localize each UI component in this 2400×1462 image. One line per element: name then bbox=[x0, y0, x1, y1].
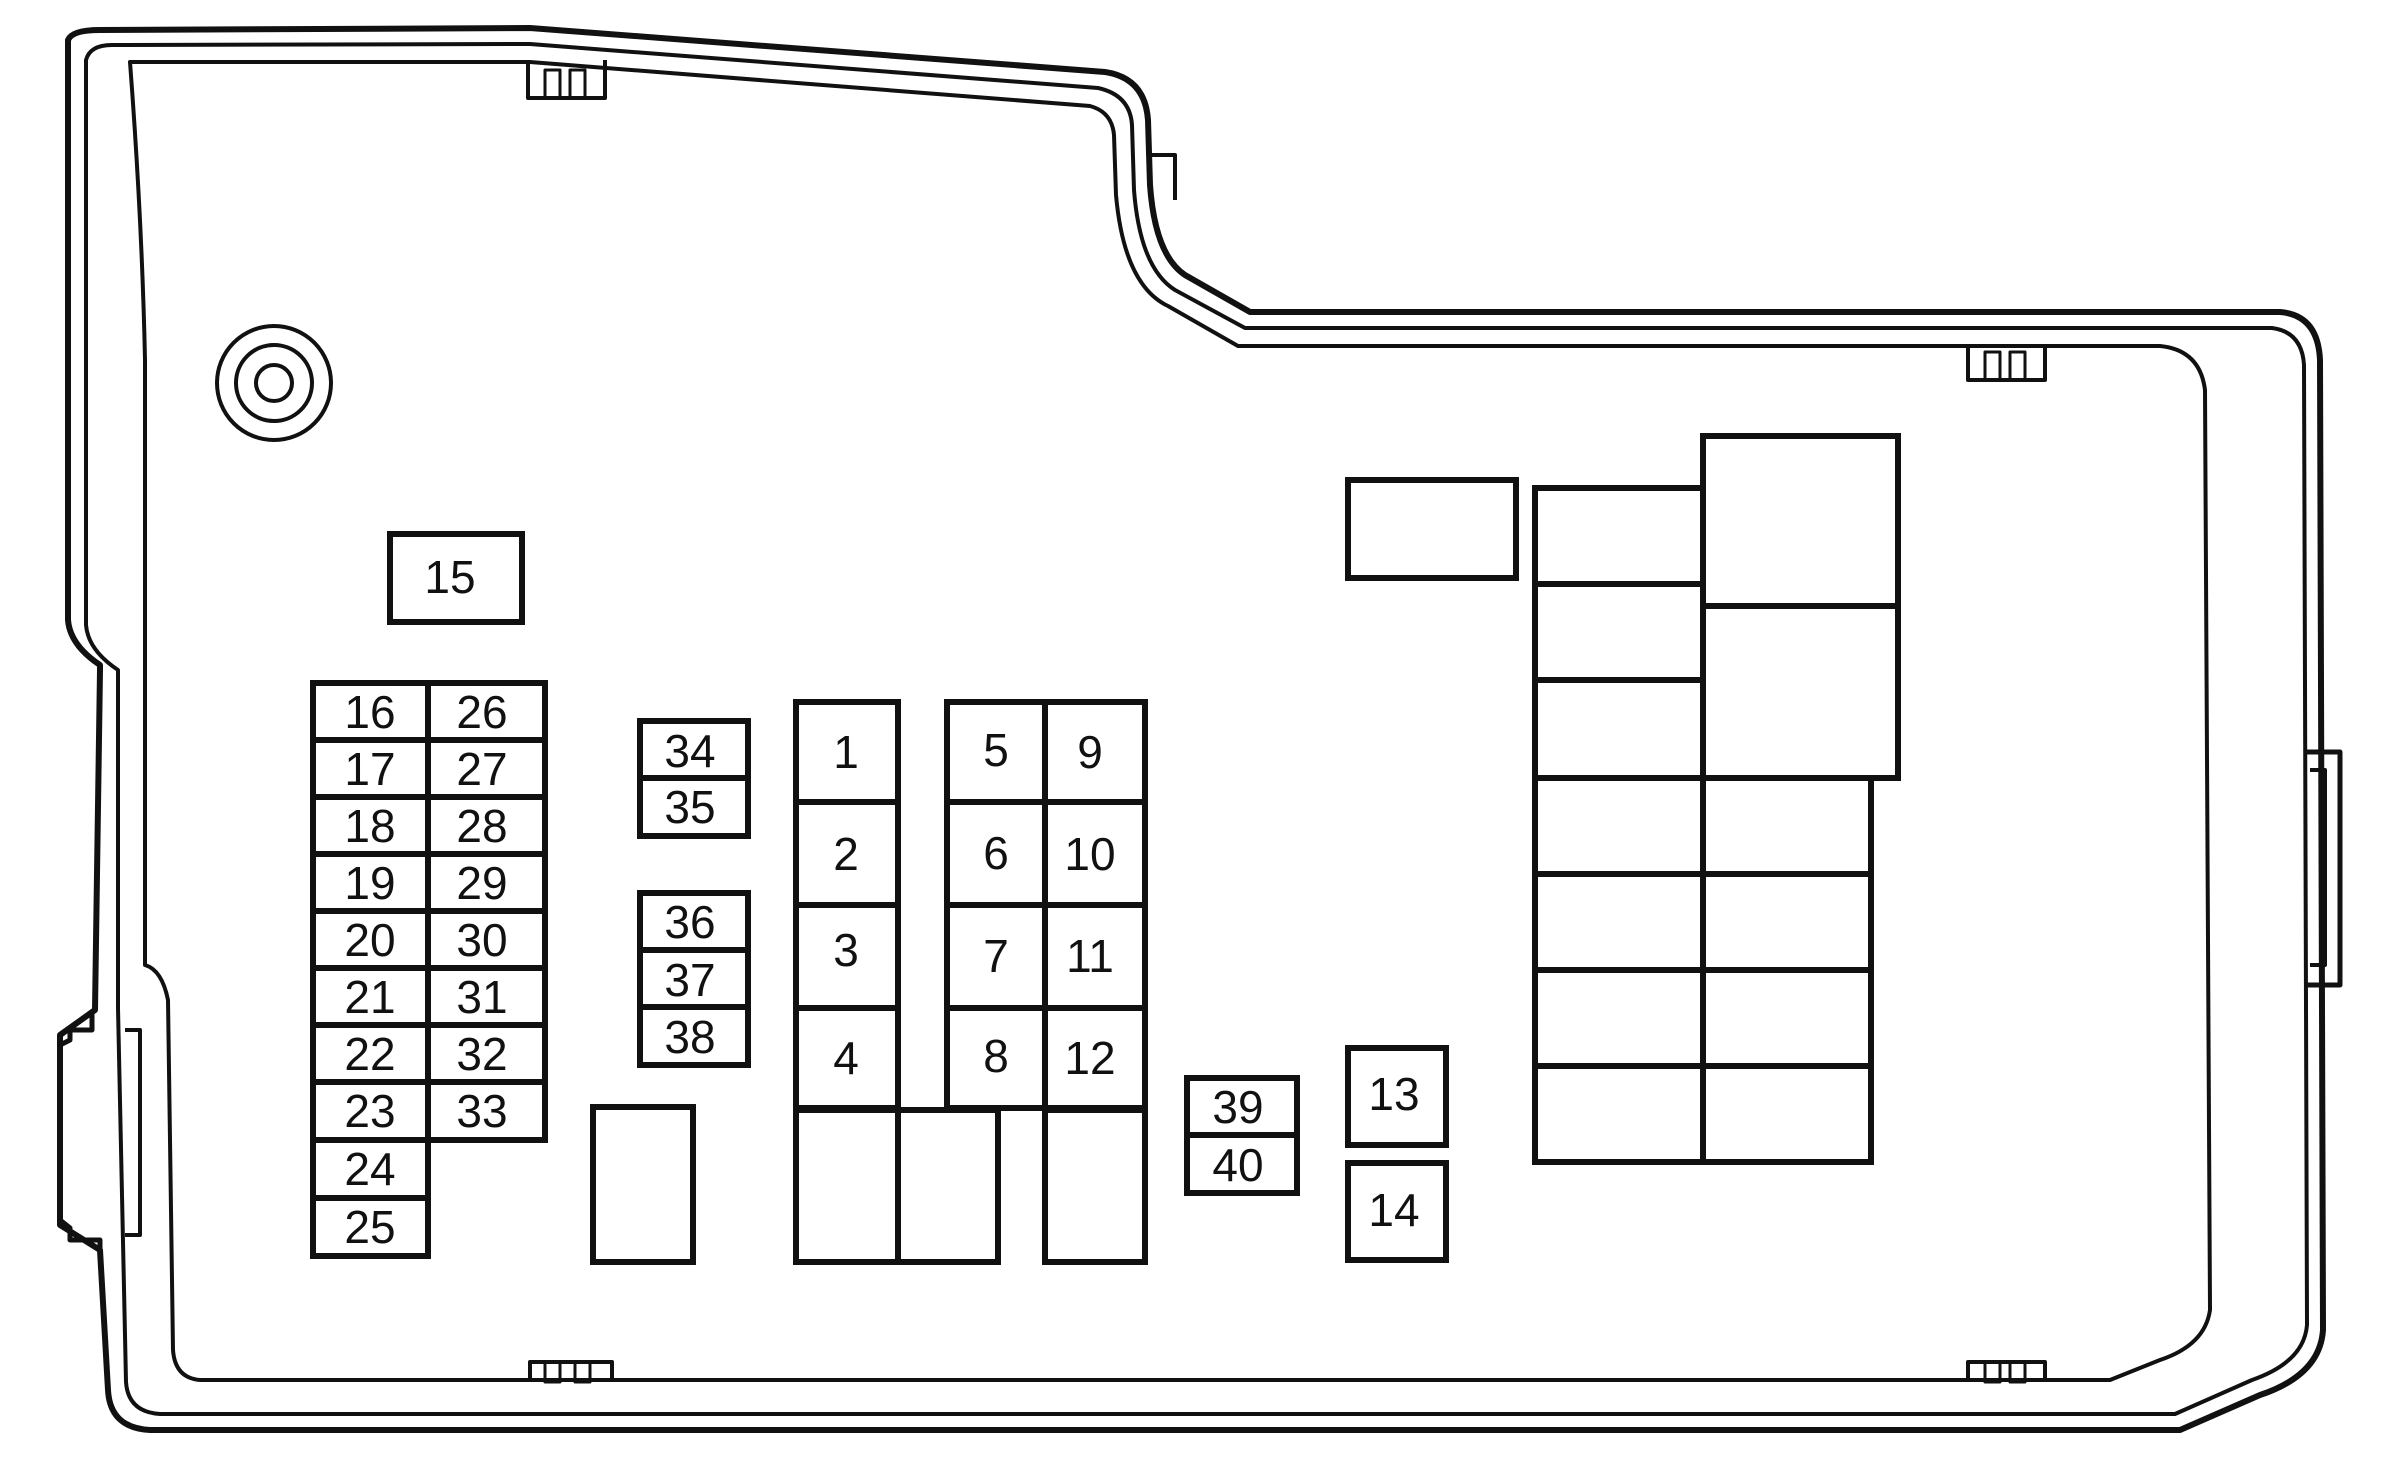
fuse-block-1-4: 1 2 3 4 bbox=[793, 699, 901, 1111]
fuse-35 bbox=[637, 775, 751, 839]
fuse-23-label: 23 bbox=[344, 1085, 395, 1137]
fuse-12 bbox=[1042, 1005, 1148, 1111]
relay-unlabeled bbox=[590, 1104, 696, 1265]
fuse-6-label: 6 bbox=[983, 827, 1009, 879]
fuse-block-5-12: 5 6 7 8 9 10 11 12 bbox=[944, 699, 1148, 1111]
relay-right-1 bbox=[1700, 775, 1874, 877]
relay-left-2 bbox=[1532, 581, 1706, 683]
fuse-9 bbox=[1042, 699, 1148, 805]
fuse-40-label: 40 bbox=[1212, 1139, 1263, 1191]
fuse-32-label: 32 bbox=[456, 1028, 507, 1080]
fuse-4-label: 4 bbox=[833, 1032, 859, 1084]
fuse-24 bbox=[310, 1137, 431, 1201]
fuse-26-label: 26 bbox=[456, 686, 507, 738]
fuse-box-housing bbox=[57, 25, 2343, 1433]
fuse-14: 14 bbox=[1345, 1160, 1449, 1263]
fuse-13: 13 bbox=[1345, 1045, 1449, 1148]
fuse-39 bbox=[1184, 1075, 1300, 1138]
fuse-block-39-40: 39 40 bbox=[1184, 1075, 1300, 1196]
fuse-3-label: 3 bbox=[833, 924, 859, 976]
fuse-38 bbox=[637, 1004, 751, 1068]
fuse-7-label: 7 bbox=[983, 930, 1009, 982]
fuse-29-label: 29 bbox=[456, 857, 507, 909]
relay-right-4 bbox=[1700, 1063, 1874, 1165]
fuse-3 bbox=[793, 902, 901, 1011]
fuse-39-label: 39 bbox=[1212, 1081, 1263, 1133]
relay-block-right bbox=[1345, 433, 1901, 1165]
fuse-5-label: 5 bbox=[983, 724, 1009, 776]
fuse-15: 15 bbox=[387, 531, 525, 625]
fuse-19-label: 19 bbox=[344, 857, 395, 909]
fuse-22-label: 22 bbox=[344, 1028, 395, 1080]
relay-right-3 bbox=[1700, 967, 1874, 1069]
relay-right-2 bbox=[1700, 871, 1874, 973]
relay-top-small bbox=[1345, 477, 1519, 581]
fuse-22 bbox=[310, 1022, 431, 1085]
fuse-1-label: 1 bbox=[833, 726, 859, 778]
fuse-29 bbox=[425, 851, 548, 914]
fuse-24-label: 24 bbox=[344, 1143, 395, 1195]
relay-left-3 bbox=[1532, 677, 1706, 781]
fuse-7 bbox=[944, 902, 1048, 1011]
fuse-25 bbox=[310, 1195, 431, 1259]
fuse-16 bbox=[310, 680, 431, 743]
fuse-27-label: 27 bbox=[456, 743, 507, 795]
fuse-8-label: 8 bbox=[983, 1030, 1009, 1082]
fuse-13-label: 13 bbox=[1368, 1068, 1419, 1120]
fuse-18-label: 18 bbox=[344, 800, 395, 852]
relay-large-1 bbox=[1700, 433, 1901, 609]
fuse-37 bbox=[637, 947, 751, 1010]
fuse-block-16-25: 16 17 18 19 20 21 22 23 24 25 bbox=[310, 680, 431, 1259]
fuse-17-label: 17 bbox=[344, 743, 395, 795]
relay-left-7 bbox=[1532, 1063, 1706, 1165]
relay-row-bottom bbox=[793, 1107, 1148, 1265]
fuse-block-26-33: 26 27 28 29 30 31 32 33 bbox=[425, 680, 548, 1143]
fuse-33-label: 33 bbox=[456, 1085, 507, 1137]
relay-bottom-3 bbox=[1042, 1107, 1148, 1265]
relay-left-1 bbox=[1532, 485, 1706, 587]
fuse-35-label: 35 bbox=[664, 781, 715, 833]
fuse-21 bbox=[310, 965, 431, 1028]
fuse-block-36-38: 36 37 38 bbox=[637, 890, 751, 1068]
fuse-34 bbox=[637, 718, 751, 781]
fuse-20 bbox=[310, 908, 431, 971]
fuse-25-label: 25 bbox=[344, 1201, 395, 1253]
fuse-2-label: 2 bbox=[833, 828, 859, 880]
fuse-34-label: 34 bbox=[664, 725, 715, 777]
fuse-16-label: 16 bbox=[344, 686, 395, 738]
fuse-28-label: 28 bbox=[456, 800, 507, 852]
fuse-31-label: 31 bbox=[456, 971, 507, 1023]
relay-left-4 bbox=[1532, 775, 1706, 877]
relay-left-5 bbox=[1532, 871, 1706, 973]
relay-bottom-2 bbox=[895, 1107, 1001, 1265]
fuse-14-label: 14 bbox=[1368, 1184, 1419, 1236]
fuse-40 bbox=[1184, 1132, 1300, 1196]
fuse-30-label: 30 bbox=[456, 914, 507, 966]
fuse-36 bbox=[637, 890, 751, 953]
fuse-37-label: 37 bbox=[664, 954, 715, 1006]
fuse-36-label: 36 bbox=[664, 896, 715, 948]
fuse-10-label: 10 bbox=[1064, 828, 1115, 880]
fuse-27 bbox=[425, 737, 548, 800]
fuse-block-34-35: 34 35 bbox=[637, 718, 751, 839]
relay-bottom-1 bbox=[793, 1107, 901, 1265]
fuse-11-label: 11 bbox=[1066, 930, 1114, 982]
mounting-hole bbox=[215, 324, 333, 442]
relay-left-6 bbox=[1532, 967, 1706, 1069]
fuse-12-label: 12 bbox=[1064, 1032, 1115, 1084]
fuse-15-label: 15 bbox=[424, 551, 475, 603]
relay-large-2 bbox=[1700, 603, 1901, 781]
fuse-21-label: 21 bbox=[344, 971, 395, 1023]
fuse-20-label: 20 bbox=[344, 914, 395, 966]
fuse-9-label: 9 bbox=[1077, 726, 1103, 778]
fuse-38-label: 38 bbox=[664, 1011, 715, 1063]
fuse-33 bbox=[425, 1079, 548, 1143]
